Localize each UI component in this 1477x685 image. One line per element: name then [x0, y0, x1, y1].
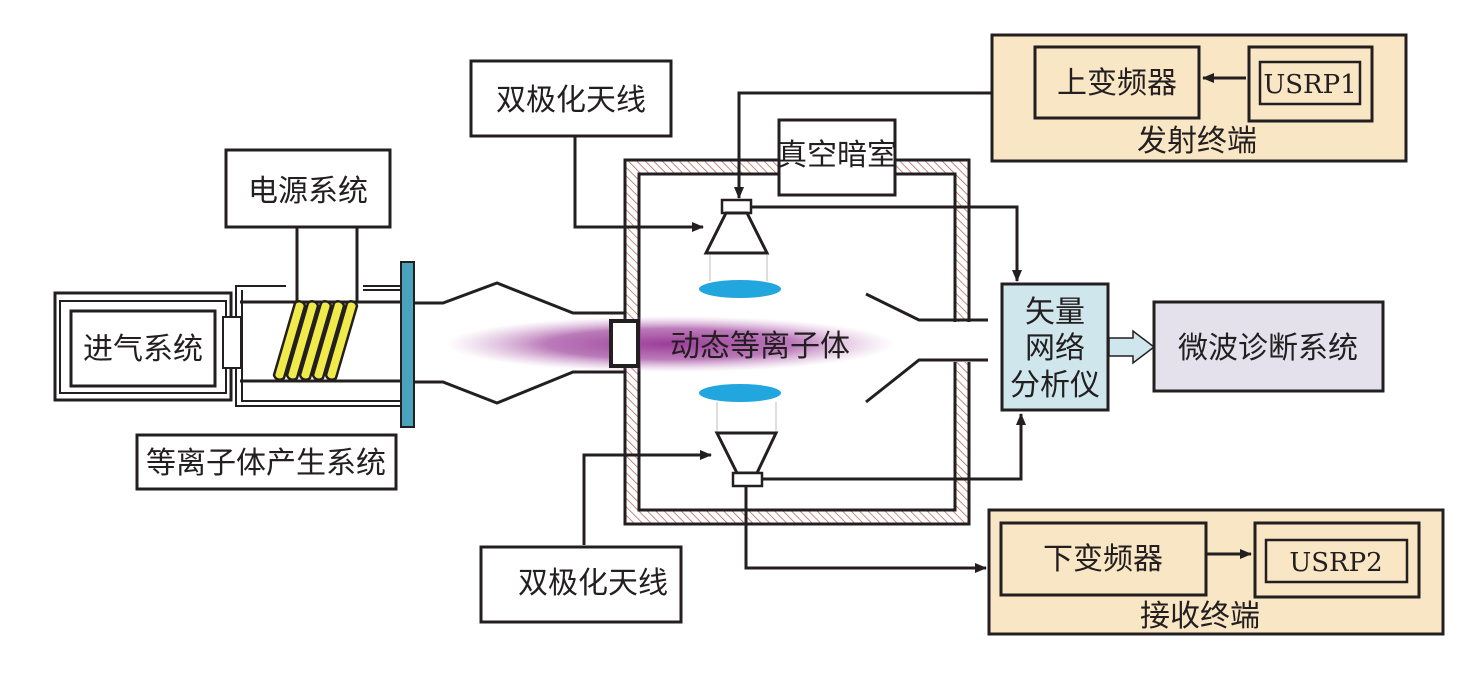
- usrp1-inner: [1258, 60, 1362, 106]
- microwave-diagnosis-system: 微波诊断系统: [1152, 300, 1385, 393]
- microwave-diag-label: 微波诊断系统: [1178, 331, 1358, 366]
- downconverter-label: 下变频器: [1043, 542, 1163, 577]
- rf-coil: [272, 300, 359, 381]
- gas-system-box: [69, 309, 217, 388]
- antenna-bottom-box: [479, 545, 683, 624]
- vacuum-chamber-label-box: [777, 118, 897, 197]
- antenna-bottom-label-group: 双极化天线: [479, 450, 712, 624]
- vna-to-diagnosis-arrow: [1108, 329, 1156, 365]
- tx-terminal: 上变频器 USRP1 发射终端: [990, 33, 1408, 163]
- bottom-antenna-horn: [714, 431, 779, 475]
- dynamic-plasma-label: 动态等离子体: [670, 329, 850, 364]
- top-antenna-feed: [720, 198, 753, 215]
- vna-box: [1000, 282, 1110, 412]
- rx-terminal: 下变频器 USRP2 接收终端: [987, 508, 1445, 636]
- coil-turn: [311, 300, 346, 381]
- upconverter-label: 上变频器: [1057, 66, 1177, 101]
- expansion-duct-bottom: [414, 370, 625, 405]
- flange: [400, 261, 415, 428]
- vna-label-line-1: 矢量: [1025, 295, 1085, 330]
- top-antenna-horn: [703, 211, 770, 255]
- plasma-gen-system-box: [135, 433, 398, 491]
- coil-turn: [272, 300, 307, 381]
- power-system-box: [224, 148, 392, 229]
- power-system-label: 电源系统: [248, 174, 368, 209]
- usrp2-inner: [1264, 538, 1409, 584]
- exhaust-funnel-bottom: [865, 358, 988, 404]
- plasma-plume: [445, 316, 895, 372]
- coil-turn: [298, 300, 333, 381]
- plasma-gen-system: 等离子体产生系统: [135, 433, 398, 491]
- vna: 矢量 网络 分析仪: [1000, 282, 1110, 412]
- antenna-top-label: 双极化天线: [496, 83, 646, 118]
- antenna-top-connector: [573, 137, 704, 232]
- top-horn-antenna: [699, 198, 781, 298]
- expansion-duct-top: [414, 281, 625, 315]
- usrp2-label: USRP2: [1289, 548, 1382, 578]
- usrp1-label: USRP1: [1263, 70, 1356, 100]
- top-antenna-to-vna: [751, 205, 1022, 282]
- exhaust-funnel-top: [865, 292, 988, 322]
- bottom-antenna-to-vna: [762, 413, 1026, 481]
- top-lens: [699, 280, 781, 298]
- vacuum-chamber-label: 真空暗室: [777, 138, 897, 173]
- coil-turn: [324, 300, 359, 381]
- gas-inlet-connector: [222, 316, 242, 369]
- upconverter-box: [1033, 45, 1201, 120]
- power-system: 电源系统: [224, 148, 392, 229]
- gas-system: 进气系统: [53, 291, 233, 402]
- coil-turn: [285, 300, 320, 381]
- bottom-lens: [699, 384, 781, 402]
- rx-terminal-label: 接收终端: [1140, 599, 1260, 634]
- antenna-bottom-label: 双极化天线: [518, 566, 668, 601]
- bottom-horn-antenna: [699, 384, 781, 488]
- antenna-bottom-connector: [582, 450, 712, 545]
- bottom-antenna-feed: [731, 471, 764, 488]
- gas-system-label: 进气系统: [83, 332, 203, 367]
- vna-label-line-2: 网络: [1025, 331, 1085, 366]
- plasma-inlet-window: [609, 319, 640, 368]
- bottom-antenna-to-downconverter: [744, 486, 987, 573]
- tx-terminal-label: 发射终端: [1137, 124, 1257, 159]
- upconverter-to-top-antenna: [734, 91, 992, 199]
- microwave-diag-box: [1152, 300, 1385, 393]
- antenna-top-box: [469, 59, 673, 138]
- plasma-gen-system-label: 等离子体产生系统: [146, 446, 386, 481]
- vna-label-line-3: 分析仪: [1010, 368, 1100, 403]
- antenna-top-label-group: 双极化天线: [469, 59, 704, 232]
- downconverter-box: [999, 521, 1208, 597]
- plasma-source: [222, 228, 415, 428]
